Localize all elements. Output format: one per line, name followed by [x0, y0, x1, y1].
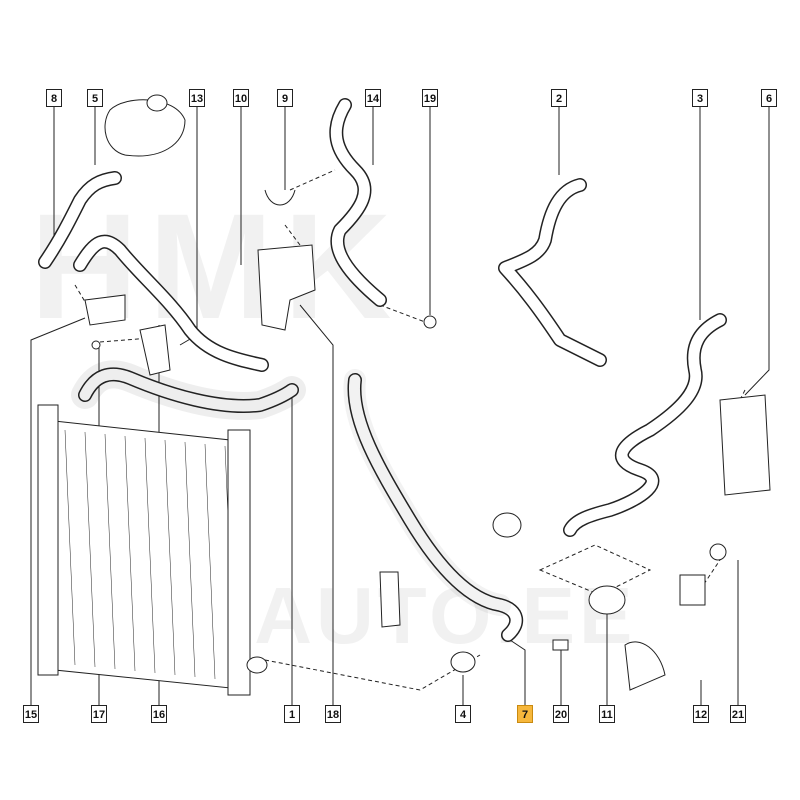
callout-11[interactable]: 11 [599, 705, 615, 723]
callout-20[interactable]: 20 [553, 705, 569, 723]
callout-17[interactable]: 17 [91, 705, 107, 723]
callout-3[interactable]: 3 [692, 89, 708, 107]
callout-21[interactable]: 21 [730, 705, 746, 723]
callout-10[interactable]: 10 [233, 89, 249, 107]
callout-8[interactable]: 8 [46, 89, 62, 107]
callout-6[interactable]: 6 [761, 89, 777, 107]
callout-19[interactable]: 19 [422, 89, 438, 107]
callout-9[interactable]: 9 [277, 89, 293, 107]
callout-16[interactable]: 16 [151, 705, 167, 723]
callout-7-highlighted[interactable]: 7 [517, 705, 533, 723]
callout-15[interactable]: 15 [23, 705, 39, 723]
callout-1[interactable]: 1 [284, 705, 300, 723]
callout-14[interactable]: 14 [365, 89, 381, 107]
callout-4[interactable]: 4 [455, 705, 471, 723]
callout-18[interactable]: 18 [325, 705, 341, 723]
callout-13[interactable]: 13 [189, 89, 205, 107]
callout-5[interactable]: 5 [87, 89, 103, 107]
callout-12[interactable]: 12 [693, 705, 709, 723]
callout-2[interactable]: 2 [551, 89, 567, 107]
